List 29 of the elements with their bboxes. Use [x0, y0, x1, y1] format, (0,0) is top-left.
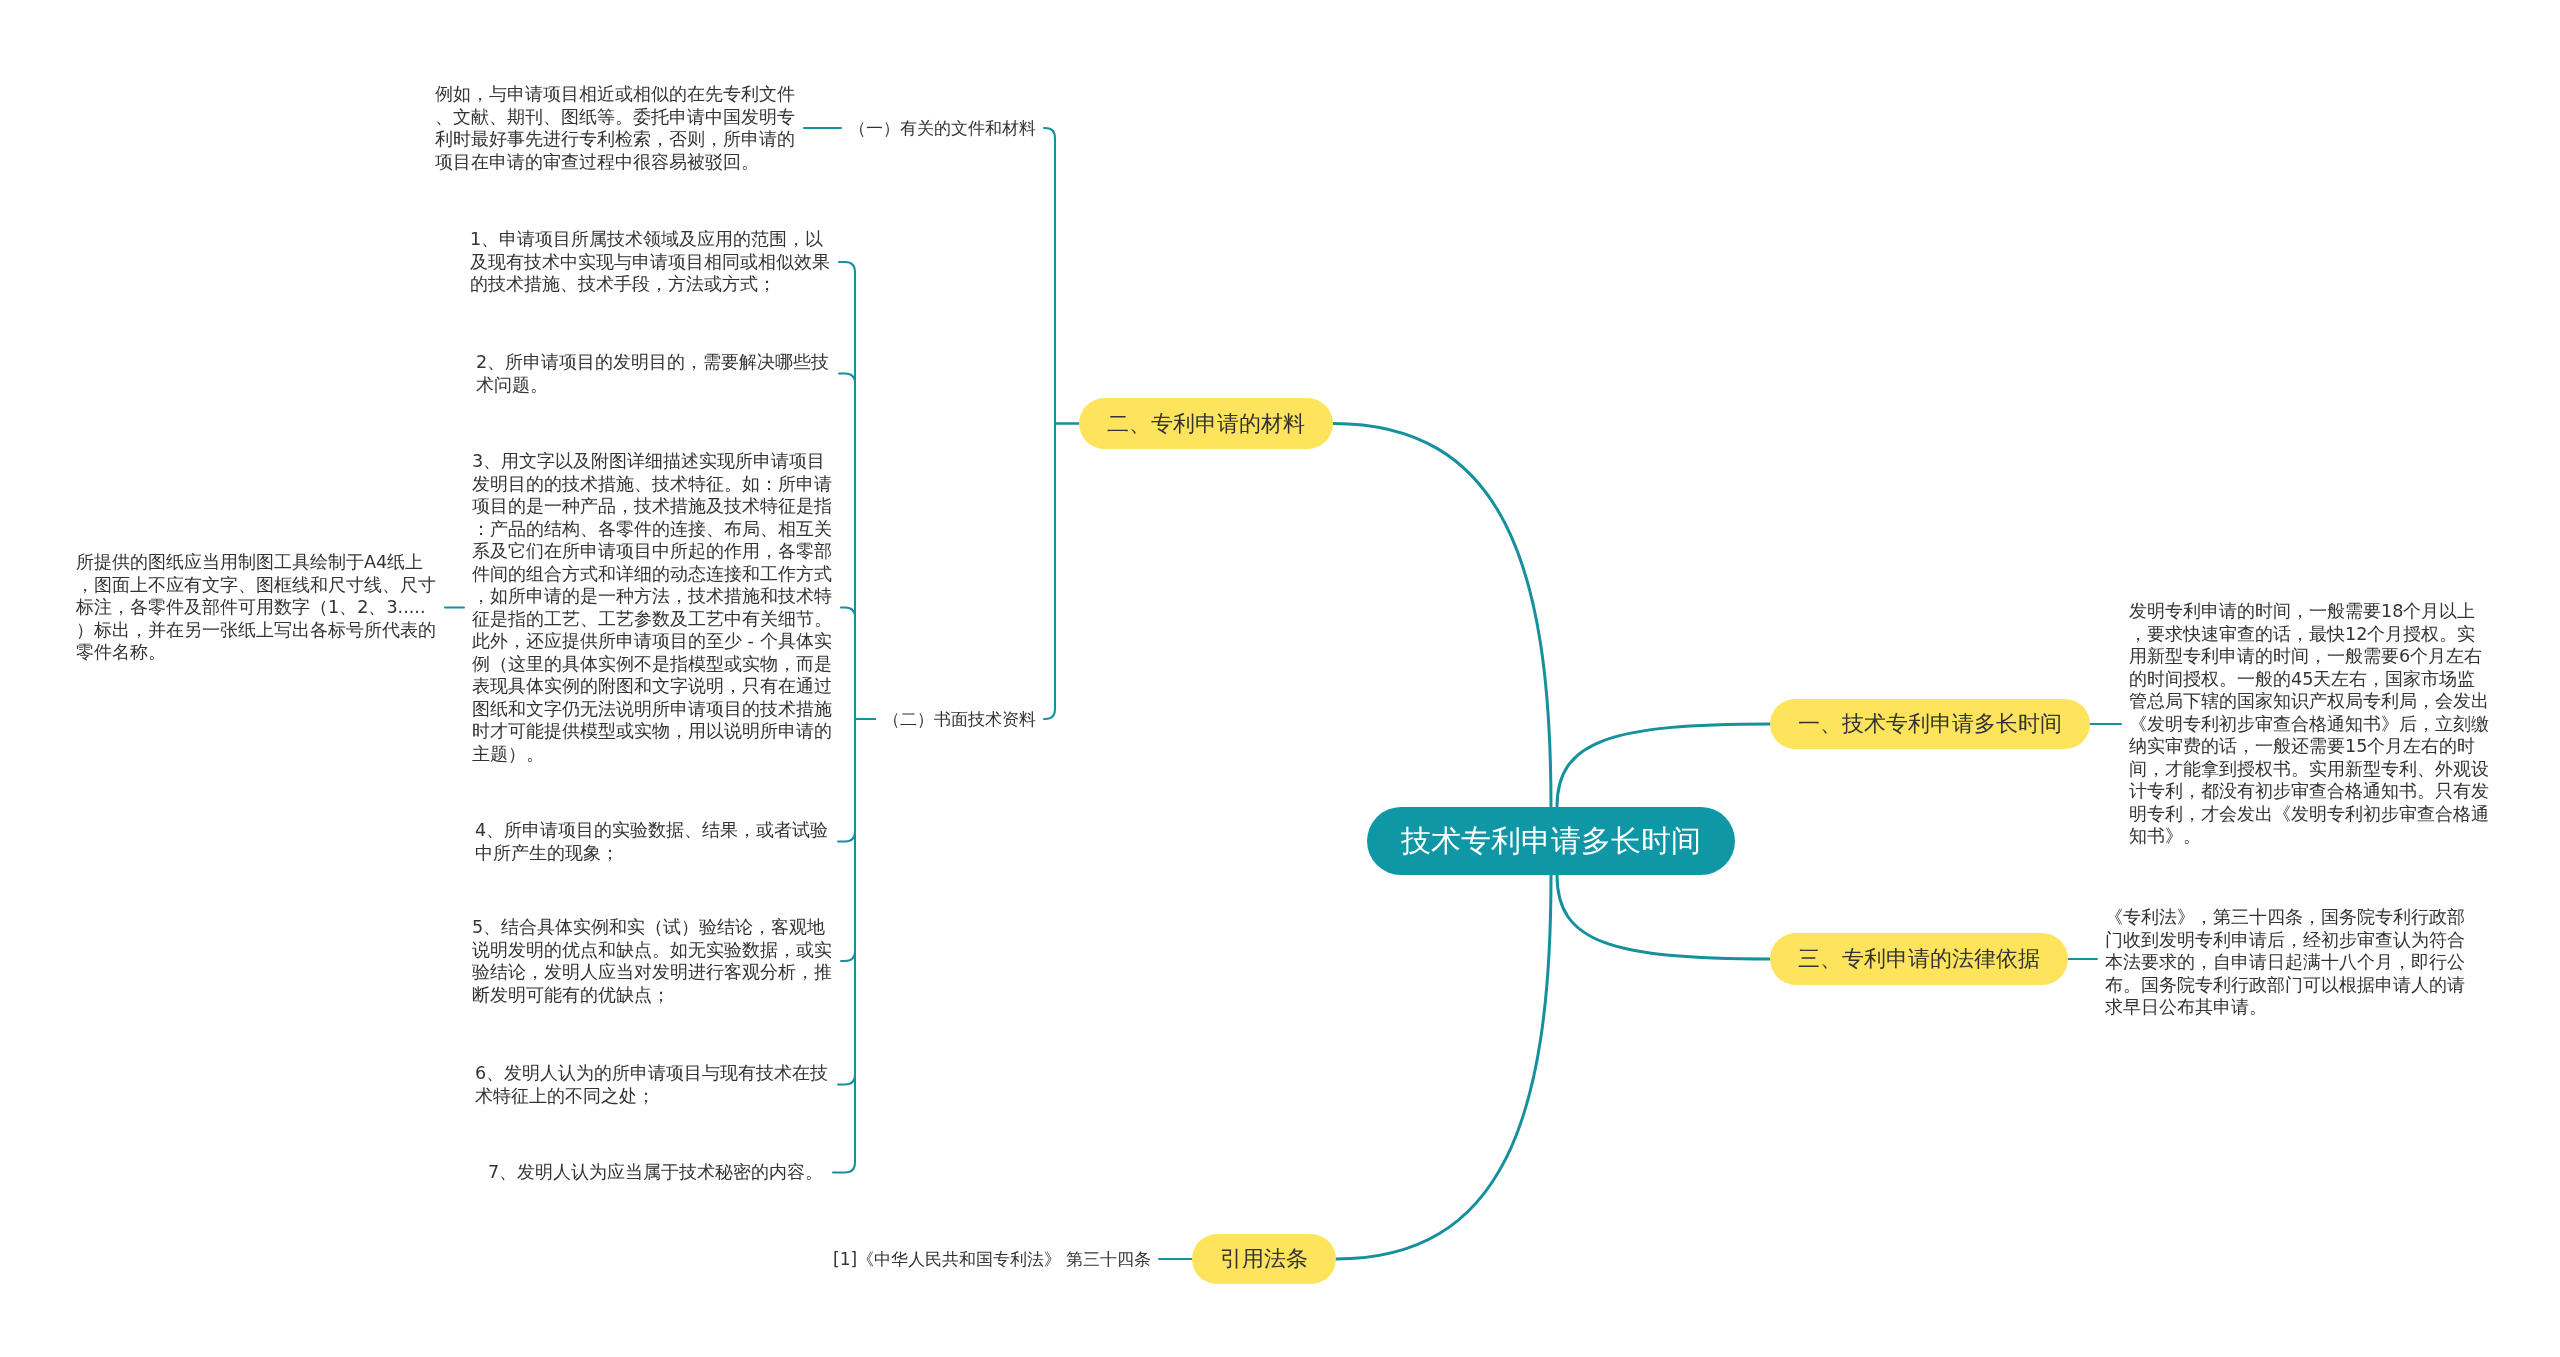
note-text: 《专利法》，第三十四条，国务院专利行政部门收到发明专利申请后，经初步审查认为符合本法要求的，自申请日起满十八个月，即行公布。国务院专利行政部门可以根据申请人的请求早日公布其申请。 [2097, 906, 2474, 1019]
connector-line [1043, 422, 1080, 720]
topic-pill: 二、专利申请的材料 [1079, 398, 1333, 449]
note-text: 3、用文字以及附图详细描述实现所申请项目发明目的的技术措施、技术特征。如：所申请项目的是一种产品，技术措施及技术特征是指：产品的结构、各零件的连接、布局、相互关系及它们在所申请项目中所起的作用，各零部件间的组合方式和详细的动态连接和工作方式，如所申请的是一种方法，技术措施和技术特征是指的工艺、工艺参数及工艺中有关细节。此外，还应提供所申请项目的至少 - 个具体实例（这里的具体实例不是指模型或实物，而是表现具体实例的附图和文字说明，只有在通过图纸和文字仍无法说明所申请项目的技术措施时才可能提供模型或实物，用以说明所申请的主题）。 [464, 450, 841, 765]
note-text: 例如，与申请项目相近或相似的在先专利文件、文献、期刊、图纸等。委托申请中国发明专利时最好事先进行专利检索，否则，所申请的项目在申请的审查过程中很容易被驳回。 [427, 83, 804, 173]
note-text: 所提供的图纸应当用制图工具绘制于A4纸上，图面上不应有文字、图框线和尺寸线、尺寸标注，各零件及部件可用数字（1、2、3.....）标出，并在另一张纸上写出各标号所代表的零件名称。 [68, 551, 445, 664]
connector-line [1555, 722, 1772, 809]
central-topic: 技术专利申请多长时间 [1367, 807, 1735, 875]
branch-label: （二）书面技术资料 [875, 708, 1044, 730]
note-text: 6、发明人认为的所申请项目与现有技术在技术特征上的不同之处； [467, 1062, 838, 1107]
note-text: 发明专利申请的时间，一般需要18个月以上，要求快速审查的话，最快12个月授权。实用新型专利申请的时间，一般需要6个月左右的时间授权。一般的45天左右，国家市场监管总局下辖的国家知识产权局专利局，会发出《发明专利初步审查合格通知书》后，立刻缴纳实审费的话，一般还需要15个月左右的时间，才能拿到授权书。实用新型专利、外观设计专利，都没有初步审查合格通知书。只有发明专利，才会发出《发明专利初步审查合格通知书》。 [2121, 600, 2498, 848]
connector-line [1334, 873, 1553, 1261]
note-text: 7、发明人认为应当属于技术秘密的内容。 [480, 1161, 833, 1184]
citation-text: [1]《中华人民共和国专利法》 第三十四条 [825, 1248, 1160, 1270]
topic-pill: 引用法条 [1192, 1234, 1336, 1284]
connector-line [444, 606, 465, 609]
topic-pill: 一、技术专利申请多长时间 [1770, 699, 2090, 749]
connector-line [1158, 1258, 1193, 1260]
connector-line [2067, 958, 2098, 960]
connector-line [1555, 873, 1772, 961]
note-text: 4、所申请项目的实验数据、结果，或者试验中所产生的现象； [467, 819, 838, 864]
note-text: 5、结合具体实例和实（试）验结论，客观地说明发明的优点和缺点。如无实验数据，或实验结论，发明人应当对发明进行客观分析，推断发明可能有的优缺点； [464, 916, 841, 1006]
note-text: 1、申请项目所属技术领域及应用的范围，以及现有技术中实现与申请项目相同或相似效果的技术措施、技术手段，方法或方式； [462, 228, 839, 296]
note-text: 2、所申请项目的发明目的，需要解决哪些技术问题。 [468, 351, 839, 396]
branch-label: （一）有关的文件和材料 [841, 117, 1044, 139]
connector-line [2089, 723, 2122, 725]
connector-line [803, 127, 842, 129]
connector-line [1331, 422, 1553, 809]
topic-pill: 三、专利申请的法律依据 [1770, 933, 2068, 985]
